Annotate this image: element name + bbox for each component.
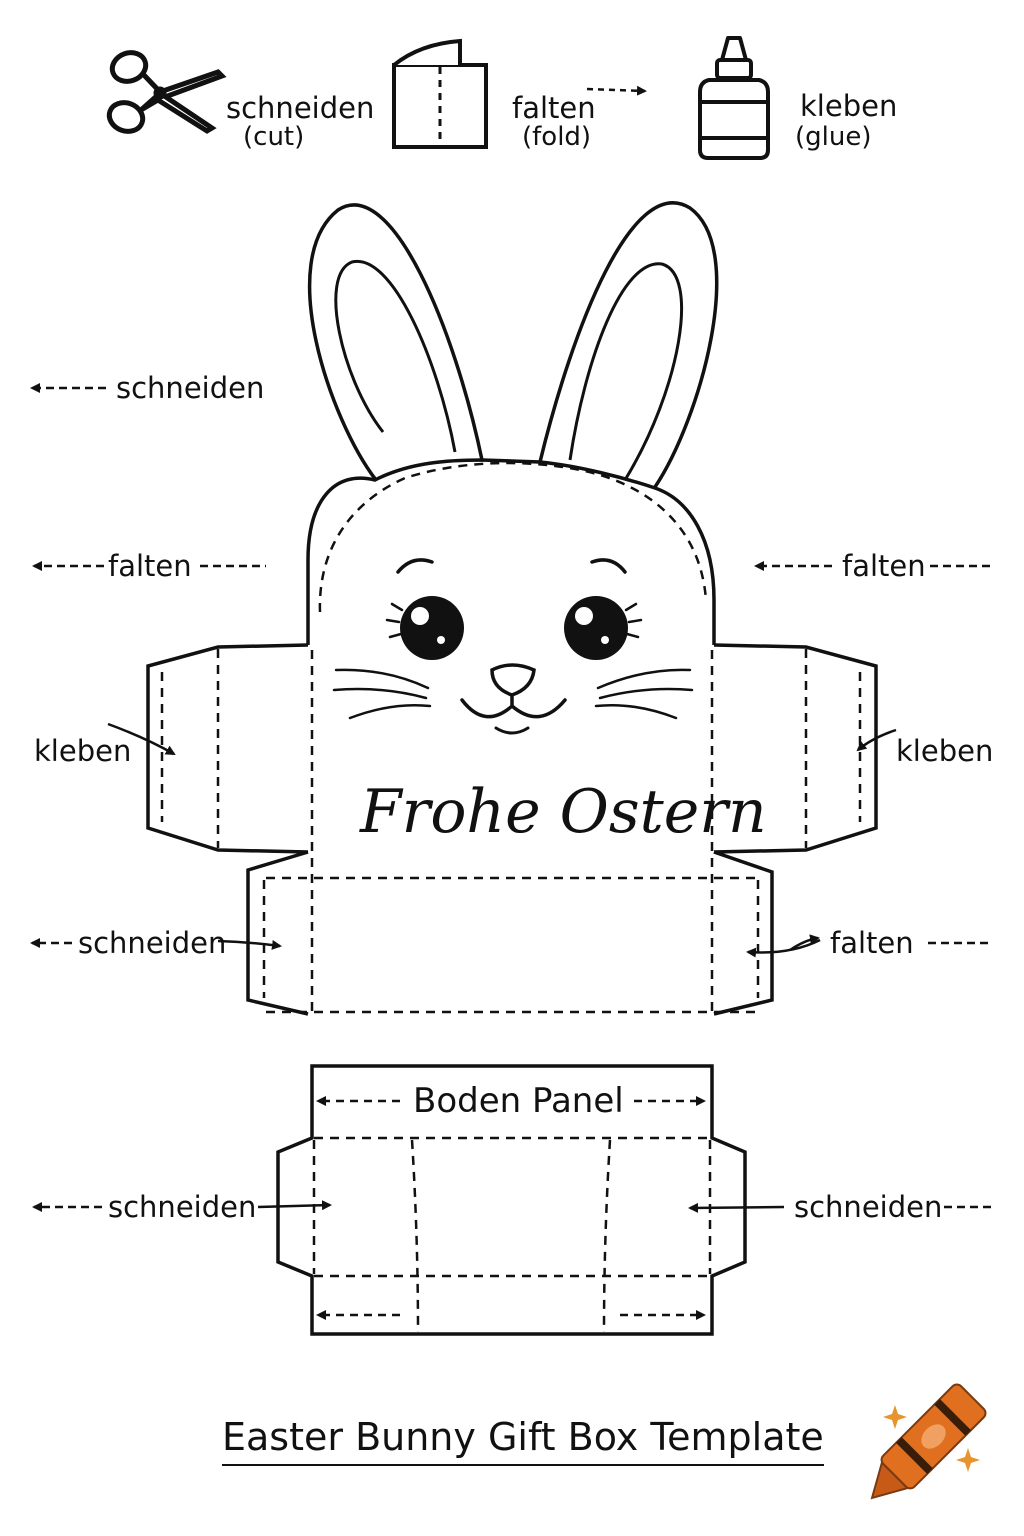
right-eyebrow [590, 558, 627, 574]
bunny-face [332, 558, 694, 735]
legend-cut-label: schneiden [226, 91, 375, 125]
lower-panel [246, 850, 774, 1016]
annotation-glue-left: kleben [34, 734, 132, 768]
annotation-cut-ears: schneiden [116, 371, 265, 405]
glue-bottle-icon [698, 36, 770, 160]
legend-glue-label: kleben [800, 89, 898, 123]
right-eye [564, 596, 643, 660]
legend-glue-translation: (glue) [795, 122, 872, 152]
greeting-text: Frohe Ostern [360, 777, 767, 847]
front-panel [306, 458, 716, 1012]
bottom-panel-measure-arrows [316, 1096, 706, 1320]
folded-card-icon [392, 38, 488, 149]
annotation-fold-right: falten [842, 549, 926, 583]
left-eyebrow [396, 558, 434, 574]
crayon-icon [870, 1383, 987, 1500]
legend-cut-translation: (cut) [243, 122, 305, 152]
legend-fold-label: falten [512, 91, 596, 125]
annotation-glue-right: kleben [896, 734, 994, 768]
left-eye [385, 596, 464, 660]
page-title: Easter Bunny Gift Box Template [222, 1418, 824, 1466]
bottom-panel-label: Boden Panel [407, 1084, 630, 1118]
annotation-cut-base-right: schneiden [794, 1190, 943, 1224]
legend-fold-translation: (fold) [522, 122, 592, 152]
bunny-ears [307, 201, 719, 488]
right-glue-tab [713, 643, 878, 854]
bottom-panel [276, 1064, 747, 1336]
annotation-cut-base-left: schneiden [108, 1190, 257, 1224]
scissors-icon [106, 50, 227, 134]
annotation-fold-lower-right: falten [830, 926, 914, 960]
whiskers [332, 668, 694, 720]
annotation-cut-lower-left: schneiden [78, 926, 227, 960]
mouth [460, 693, 567, 719]
left-glue-tab [146, 643, 309, 854]
fold-arrow-icon [586, 85, 647, 96]
nose [490, 663, 536, 697]
annotation-arrows [30, 383, 992, 1213]
annotation-fold-left: falten [108, 549, 192, 583]
